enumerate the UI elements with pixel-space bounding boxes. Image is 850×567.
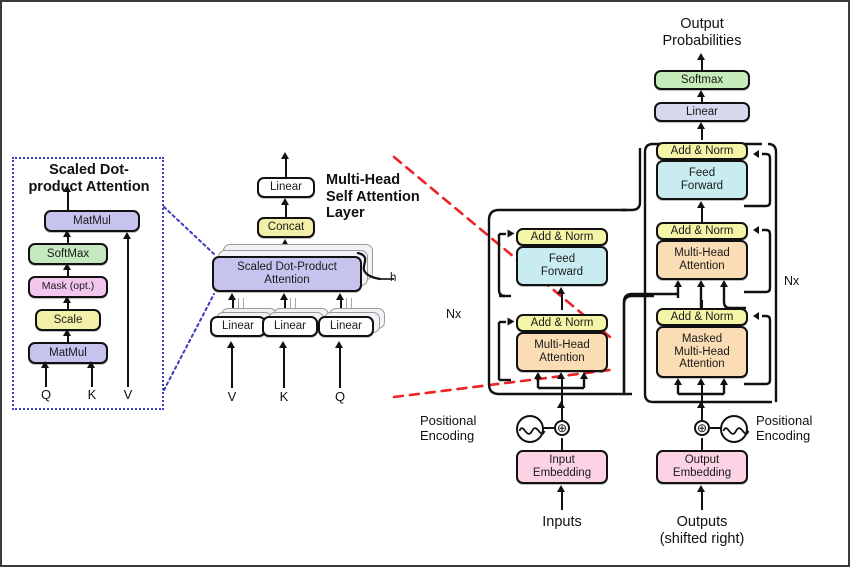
- decoder-node-add-norm-1: Add & Norm: [656, 308, 748, 326]
- decoder-positional-encoding-label: Positional Encoding: [756, 413, 813, 443]
- masked-attn-arrow-left: [674, 378, 682, 385]
- mha-node-linear-q: Linear: [318, 316, 374, 337]
- decoder-node-softmax: Softmax: [654, 70, 750, 90]
- output-probabilities-label: Output Probabilities: [662, 16, 742, 49]
- encoder-positional-encoding-icon: [516, 415, 546, 443]
- encoder-io-label: Inputs: [542, 514, 582, 530]
- decoder-repeat-label: Nx: [784, 274, 800, 288]
- mha-node-linear-k: Linear: [262, 316, 318, 337]
- encoder-node-input-embedding: Input Embedding: [516, 450, 608, 484]
- decoder-node-add-norm-2: Add & Norm: [656, 222, 748, 240]
- scaled-attention-panel: [12, 157, 164, 410]
- scaled-attention-title: Scaled Dot- product Attention: [28, 162, 150, 195]
- masked-attn-arrow-mid: [697, 378, 705, 385]
- decoder-residual-arrow-3: [753, 312, 759, 320]
- decoder-node-multi-head-attention: Multi-Head Attention: [656, 240, 748, 280]
- encoder-node-add-norm-1: Add & Norm: [516, 314, 608, 332]
- scaled-node-mask: Mask (opt.): [28, 276, 108, 298]
- decoder-positional-encoding-icon: [720, 415, 750, 443]
- encoder-add-positional: ⊕: [554, 420, 570, 436]
- scaled-input-k-label: K: [87, 387, 97, 402]
- decoder-node-add-norm-3: Add & Norm: [656, 142, 748, 160]
- mha-node-scaled-dot-product-attention: Scaled Dot-Product Attention: [212, 256, 362, 292]
- mha-input-v-label: V: [227, 389, 237, 404]
- encoder-repeat-label: Nx: [446, 307, 462, 321]
- encoder-attn-arrow-right: [580, 372, 588, 379]
- scaled-node-scale: Scale: [35, 309, 101, 331]
- scaled-node-softmax: SoftMax: [28, 243, 108, 265]
- encoder-residual-arrow-ff: [507, 229, 515, 238]
- scaled-node-matmul-bottom: MatMul: [28, 342, 108, 364]
- decoder-node-linear: Linear: [654, 102, 750, 122]
- mha-node-linear-v: Linear: [210, 316, 266, 337]
- cross-attn-input-arrow-left: [674, 280, 682, 287]
- encoder-attn-arrow-mid: [557, 372, 565, 379]
- encoder-residual-arrow-mha: [507, 317, 515, 326]
- mha-node-linear-out: Linear: [257, 177, 315, 198]
- decoder-node-feed-forward: Feed Forward: [656, 160, 748, 200]
- encoder-node-multi-head-attention: Multi-Head Attention: [516, 332, 608, 372]
- encoder-node-add-norm-2: Add & Norm: [516, 228, 608, 246]
- cross-attn-input-arrow-mid: [697, 280, 705, 287]
- mha-heads-label: h: [390, 272, 397, 284]
- encoder-positional-encoding-label: Positional Encoding: [420, 413, 477, 443]
- encoder-attn-arrow-left: [534, 372, 542, 379]
- cross-attn-input-arrow-right: [720, 280, 728, 287]
- mha-input-q-label: Q: [334, 389, 346, 404]
- decoder-residual-arrow-1: [753, 150, 759, 158]
- mha-input-k-label: K: [279, 389, 289, 404]
- mha-title: Multi-Head Self Attention Layer: [326, 172, 420, 222]
- decoder-residual-arrow-2: [753, 226, 759, 234]
- decoder-add-positional: ⊕: [694, 420, 710, 436]
- mha-node-concat: Concat: [257, 217, 315, 238]
- decoder-node-masked-multi-head-attention: Masked Multi-Head Attention: [656, 326, 748, 378]
- scaled-input-v-label: V: [123, 387, 133, 402]
- masked-attn-arrow-right: [720, 378, 728, 385]
- decoder-io-label: Outputs (shifted right): [659, 514, 745, 547]
- encoder-node-feed-forward: Feed Forward: [516, 246, 608, 286]
- scaled-input-q-label: Q: [40, 387, 52, 402]
- decoder-node-output-embedding: Output Embedding: [656, 450, 748, 484]
- scaled-node-matmul-top: MatMul: [44, 210, 140, 232]
